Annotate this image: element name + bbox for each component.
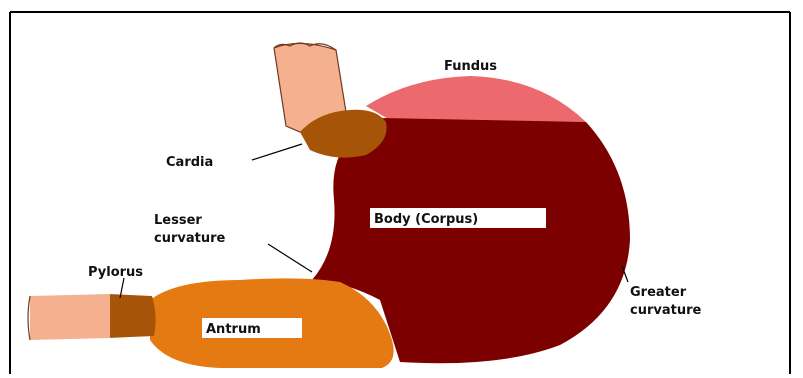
label-cardia: Cardia (166, 155, 213, 170)
fundus-region (366, 76, 586, 122)
label-greater-line2: curvature (630, 303, 701, 318)
label-lesser-line1: Lesser (154, 213, 202, 228)
duodenum-left-edge (28, 296, 30, 340)
label-greater-line1: Greater (630, 285, 687, 300)
cardia-leader-line (252, 144, 302, 160)
label-fundus: Fundus (444, 59, 497, 74)
lesser-curvature-leader-line (268, 244, 312, 272)
pylorus-region (108, 294, 156, 338)
label-lesser-line2: curvature (154, 231, 225, 246)
label-body: Body (Corpus) (374, 212, 478, 227)
label-pylorus: Pylorus (88, 265, 143, 280)
label-antrum: Antrum (206, 322, 261, 337)
duodenum (30, 294, 110, 340)
